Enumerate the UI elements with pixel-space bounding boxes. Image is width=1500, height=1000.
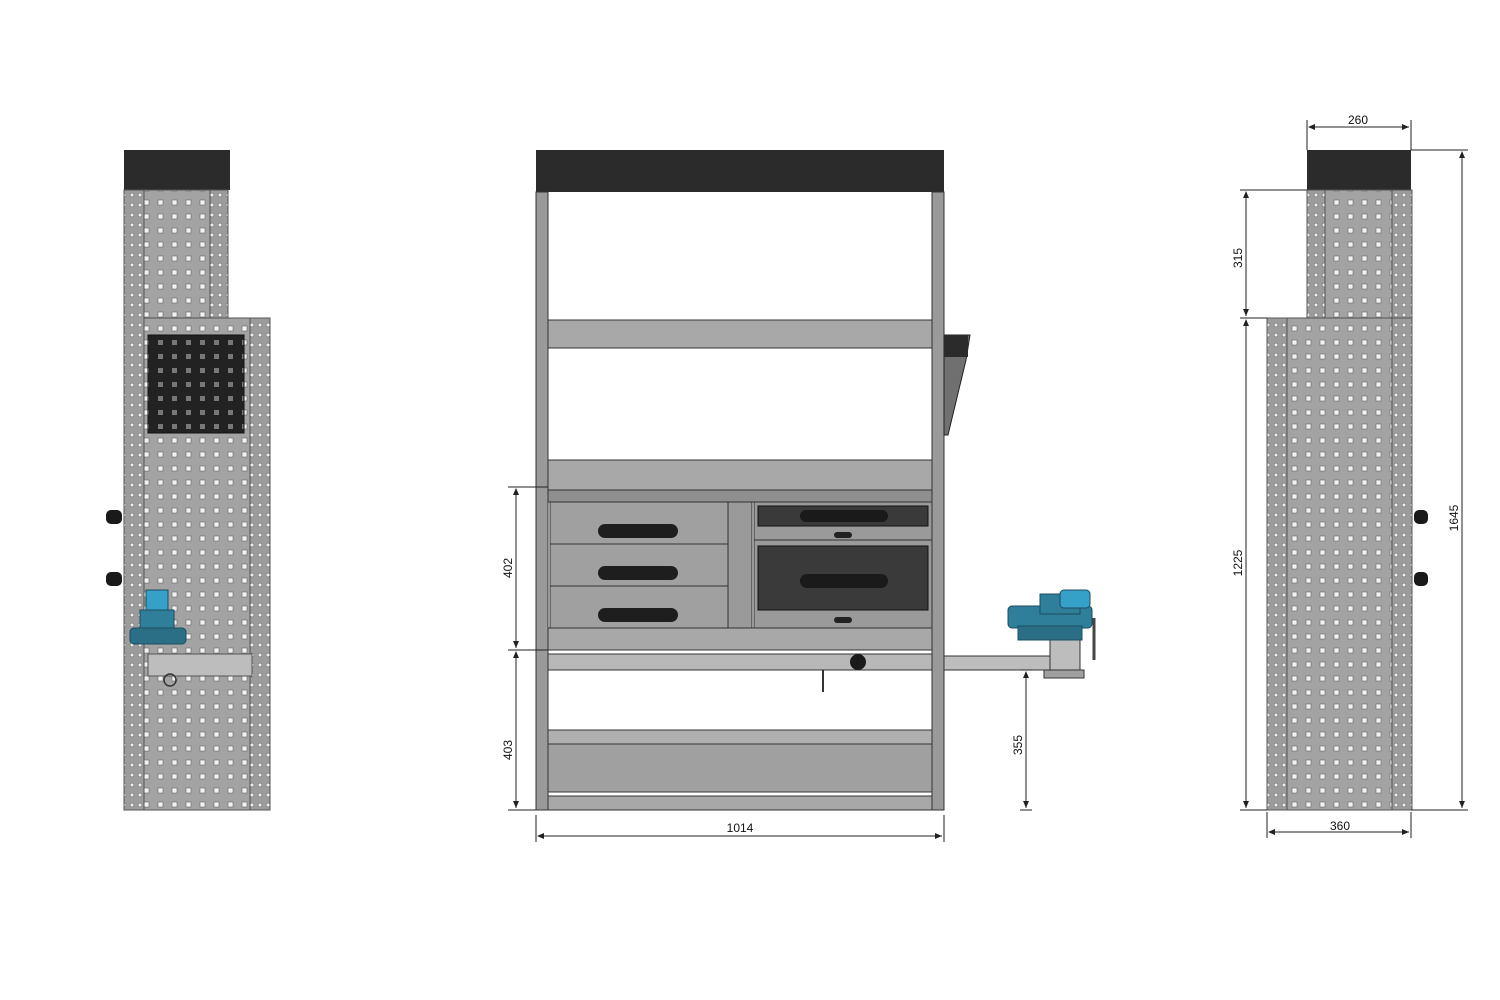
- case-large[interactable]: [757, 545, 929, 611]
- dim-total-height: 1645: [1447, 504, 1461, 531]
- knob-icon[interactable]: [850, 654, 866, 670]
- knob-icon: [106, 572, 122, 586]
- drawer-handle-icon: [598, 566, 678, 580]
- dim-side-bottom-width: 360: [1330, 819, 1350, 833]
- right-top-cap: [1307, 150, 1411, 190]
- knob-icon: [1414, 572, 1428, 586]
- drawer-handle-icon: [598, 524, 678, 538]
- dim-side-top-height: 315: [1231, 248, 1245, 268]
- case-stack: [753, 501, 933, 629]
- front-top-cap: [536, 150, 944, 192]
- front-lower-shelf: [547, 729, 933, 745]
- front-left-upright: [535, 191, 549, 811]
- dim-vice-height: 355: [1011, 735, 1025, 755]
- left-side-view: [106, 150, 271, 811]
- front-shelf-2: [547, 459, 933, 491]
- left-top-cap: [124, 150, 230, 190]
- dim-side-top-width: 260: [1348, 113, 1368, 127]
- drawer-handle-icon: [800, 510, 888, 522]
- front-right-upright: [931, 191, 945, 811]
- knob-icon: [1414, 510, 1428, 524]
- drawer-stack: [549, 501, 729, 629]
- dim-upper-height: 402: [501, 558, 515, 578]
- bench-rail: [547, 653, 933, 671]
- front-view: [535, 150, 1096, 811]
- right-side-view: [1266, 150, 1428, 811]
- dimension-lines: [508, 120, 1468, 842]
- dim-front-width: 1014: [727, 821, 754, 835]
- left-bench-arm: [147, 653, 253, 677]
- dim-side-body-height: 1225: [1231, 549, 1245, 576]
- left-rail: [123, 189, 145, 811]
- dim-lower-height: 403: [501, 740, 515, 760]
- front-shelf-1: [547, 319, 933, 349]
- left-dark-pegboard: [147, 334, 245, 434]
- drawer-handle-icon: [800, 574, 888, 588]
- vice-icon: [1007, 589, 1096, 660]
- vice-arm: [943, 655, 1065, 671]
- right-lower-body: [1266, 317, 1412, 811]
- drawer-handle-icon: [598, 608, 678, 622]
- vice-icon: [129, 589, 187, 645]
- knob-icon: [106, 510, 122, 524]
